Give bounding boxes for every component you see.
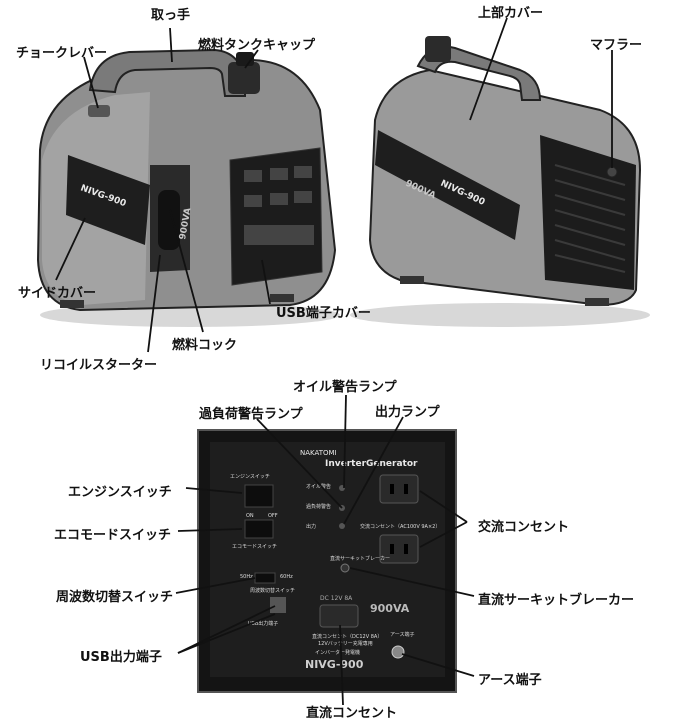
panel-off-text: OFF [268,513,278,519]
panel-oil-text: オイル警告 [306,483,331,490]
panel-overload-text: 過負荷警告 [306,503,331,510]
label-eco-switch: エコモードスイッチ [54,528,172,543]
panel-usb-text: USB出力端子 [248,620,278,627]
label-fuel-tank-cap: 燃料タンクキャップ [198,38,316,53]
label-dc-breaker: 直流サーキットブレーカー [478,593,635,608]
label-dc-outlet: 直流コンセント [306,706,398,721]
panel-output-text: 出力 [306,523,316,530]
panel-eco-switch-text: エコモードスイッチ [232,544,277,550]
label-fuel-cock: 燃料コック [172,338,238,353]
label-overload-lamp: 過負荷警告ランプ [199,407,303,422]
panel-dc-spec-text: DC 12V 8A [320,595,353,602]
label-top-cover: 上部カバー [478,6,544,21]
label-ground-terminal: アース端子 [478,673,542,688]
panel-freq-switch-text: 周波数切替スイッチ [250,587,295,594]
panel-capacity-text: 900VA [370,602,410,615]
panel-model-text: NIVG-900 [305,658,364,671]
panel-dc-breaker-text: 直流サーキットブレーカー [330,555,390,562]
label-engine-switch: エンジンスイッチ [68,485,172,500]
panel-on-text: ON [246,513,254,519]
panel-type-jp-text: インバーター発電機 [315,649,360,656]
label-recoil-starter: リコイルスターター [40,358,158,373]
panel-50hz-text: 50Hz [240,574,253,580]
label-muffler: マフラー [590,38,643,53]
control-panel: NAKATOMI InverterGenerator エンジンスイッチ ON O… [197,429,457,693]
panel-dc-note-text: 12Vバッテリー充電専用 [318,640,373,647]
panel-type-en: InverterGenerator [325,459,418,469]
label-freq-switch: 周波数切替スイッチ [56,590,174,605]
label-usb-output: USB出力端子 [80,650,162,665]
panel-60hz-text: 60Hz [280,574,293,580]
label-output-lamp: 出力ランプ [375,405,440,420]
label-oil-lamp: オイル警告ランプ [293,380,397,395]
generator-back-view: NIVG-900 900VA [350,36,650,327]
label-handle: 取っ手 [151,8,191,23]
panel-brand: NAKATOMI [300,449,337,457]
label-usb-cover: USB端子カバー [276,306,371,321]
label-choke-lever: チョークレバー [16,46,108,61]
label-ac-outlet: 交流コンセント [478,520,570,535]
panel-engine-switch-text: エンジンスイッチ [230,474,270,480]
panel-ac-outlet-text: 交流コンセント（AC100V 9A×2） [360,523,440,530]
panel-ground-text: アース端子 [390,631,414,638]
label-side-cover: サイドカバー [18,286,97,301]
panel-dc-outlet-text: 直流コンセント（DC12V 8A） [312,633,382,640]
leader-lines [55,17,613,706]
